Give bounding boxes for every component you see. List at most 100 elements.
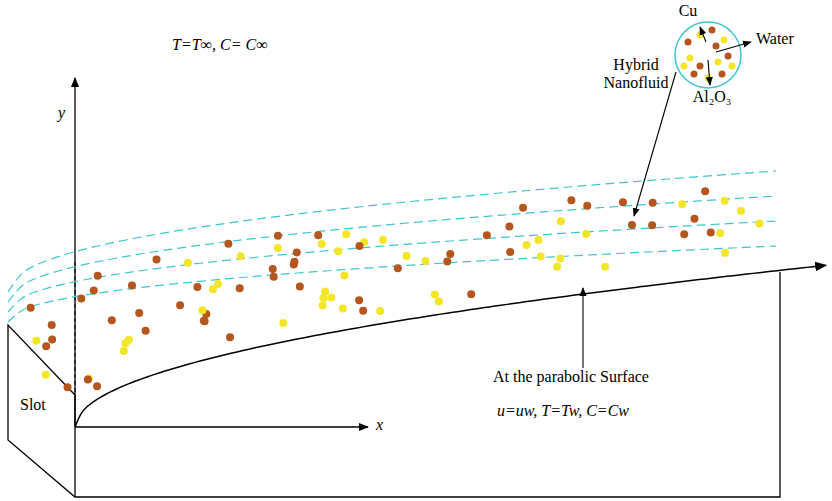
particle bbox=[567, 196, 575, 204]
particle bbox=[319, 301, 327, 309]
particle bbox=[135, 309, 143, 317]
particle bbox=[701, 187, 709, 195]
particle bbox=[649, 199, 657, 207]
particle bbox=[553, 263, 561, 271]
particle bbox=[314, 231, 322, 239]
particle bbox=[737, 207, 745, 215]
particle bbox=[713, 43, 720, 50]
particle bbox=[431, 290, 439, 298]
leader-arrows bbox=[583, 27, 751, 368]
particle bbox=[582, 230, 590, 238]
particle bbox=[269, 265, 277, 273]
particle bbox=[443, 258, 451, 266]
particle bbox=[108, 316, 116, 324]
particle bbox=[681, 63, 688, 70]
particle bbox=[342, 230, 350, 238]
particle bbox=[556, 254, 564, 262]
particle bbox=[687, 55, 694, 62]
slot-outline bbox=[8, 272, 780, 497]
particle bbox=[94, 272, 102, 280]
wall-condition: u=uw, T=Tw, C=Cw bbox=[497, 402, 629, 420]
far-field-condition: T=T∞, C= C∞ bbox=[172, 36, 268, 54]
particle bbox=[725, 53, 732, 60]
parabolic-surface bbox=[75, 265, 826, 427]
particle bbox=[697, 63, 704, 70]
particle bbox=[467, 290, 475, 298]
streamline bbox=[8, 221, 776, 312]
particle bbox=[648, 221, 656, 229]
axis-label: y bbox=[58, 104, 65, 122]
particle bbox=[707, 228, 715, 236]
surface-label: At the parabolic Surface bbox=[493, 368, 649, 386]
particle bbox=[193, 283, 201, 291]
nanoparticles bbox=[27, 187, 764, 391]
particle bbox=[318, 240, 326, 248]
particle bbox=[506, 248, 514, 256]
streamlines bbox=[8, 171, 776, 322]
particle bbox=[691, 71, 698, 78]
particle bbox=[376, 307, 384, 315]
particle bbox=[184, 259, 192, 267]
particle bbox=[719, 71, 726, 78]
particle bbox=[583, 202, 591, 210]
particle bbox=[505, 223, 513, 231]
particle bbox=[359, 307, 367, 315]
particle bbox=[519, 204, 527, 212]
particle bbox=[153, 255, 161, 263]
streamline bbox=[8, 171, 776, 292]
particle bbox=[680, 230, 688, 238]
particle bbox=[483, 231, 491, 239]
particle bbox=[293, 248, 301, 256]
particle bbox=[200, 317, 208, 325]
particle bbox=[120, 347, 128, 355]
particle bbox=[619, 198, 627, 206]
y-axis bbox=[74, 78, 75, 427]
particle bbox=[236, 284, 244, 292]
particle bbox=[224, 240, 232, 248]
particle bbox=[93, 382, 101, 390]
particle bbox=[84, 375, 92, 383]
particle bbox=[64, 383, 72, 391]
particle bbox=[537, 252, 545, 260]
particle bbox=[48, 336, 56, 344]
particle bbox=[274, 232, 282, 240]
particle bbox=[685, 39, 692, 46]
particle bbox=[705, 75, 712, 82]
particle bbox=[290, 258, 298, 266]
particle bbox=[42, 371, 50, 379]
particle bbox=[198, 306, 206, 314]
particle bbox=[201, 317, 209, 325]
particle bbox=[721, 249, 729, 257]
particle-label: Al₂O₃ bbox=[693, 88, 732, 106]
particle bbox=[274, 244, 282, 252]
particle bbox=[716, 229, 724, 237]
particle bbox=[435, 298, 443, 306]
particle bbox=[320, 294, 328, 302]
particle bbox=[379, 236, 387, 244]
particle bbox=[32, 337, 40, 345]
particle bbox=[128, 282, 136, 290]
magnifier-circle bbox=[675, 22, 741, 88]
particle bbox=[327, 294, 335, 302]
particle bbox=[446, 250, 454, 258]
particle bbox=[523, 241, 531, 249]
particle bbox=[721, 197, 729, 205]
particle bbox=[628, 221, 636, 229]
particle bbox=[721, 37, 728, 44]
particle bbox=[756, 220, 764, 228]
particle bbox=[296, 282, 304, 290]
particle bbox=[403, 252, 411, 260]
particle bbox=[125, 336, 133, 344]
particle bbox=[279, 319, 287, 327]
particle bbox=[176, 301, 184, 309]
particle bbox=[678, 200, 686, 208]
particle bbox=[237, 252, 245, 260]
particle bbox=[557, 217, 565, 225]
particle bbox=[355, 296, 363, 304]
fluid-label: Water bbox=[756, 30, 794, 48]
particle bbox=[340, 271, 348, 279]
streamline bbox=[8, 196, 776, 302]
particle bbox=[77, 294, 85, 302]
